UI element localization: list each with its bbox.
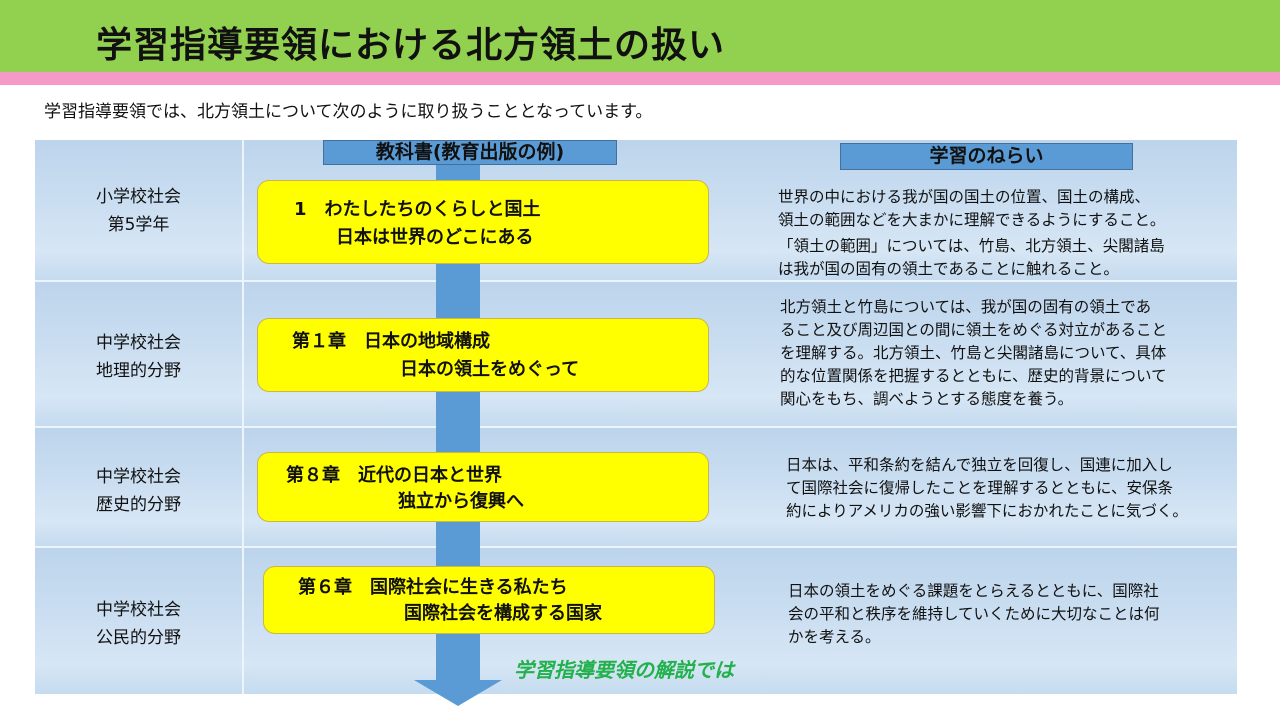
row-label: 中学校社会公民的分野 <box>96 600 181 648</box>
textbook-header: 教科書(教育出版の例) <box>323 140 617 165</box>
page-title: 学習指導要領における北方領土の扱い <box>96 25 726 66</box>
title-underline <box>0 72 1280 85</box>
aim-header: 学習のねらい <box>840 143 1133 170</box>
textbook-box: 第８章 近代の日本と世界独立から復興へ <box>257 452 709 522</box>
aim-text: 日本の領土をめぐる課題をとらえるとともに、国際社会の平和と秩序を維持していくため… <box>788 582 1160 646</box>
textbook-box: 第６章 国際社会に生きる私たち国際社会を構成する国家 <box>263 566 715 634</box>
title-bar <box>0 0 1280 72</box>
aim-text: 日本は、平和条約を結んで独立を回復し、国連に加入して国際社会に復帰したことを理解… <box>786 456 1188 520</box>
intro-text: 学習指導要領では、北方領土について次のように取り扱うこととなっています。 <box>44 102 653 122</box>
row-label: 小学校社会第5学年 <box>96 187 181 235</box>
row-label: 中学校社会地理的分野 <box>96 333 181 381</box>
column-divider <box>242 140 244 694</box>
row-label: 中学校社会歴史的分野 <box>96 467 181 515</box>
aim-text: 世界の中における我が国の国土の位置、国土の構成、領土の範囲などを大まかに理解でき… <box>778 188 1166 278</box>
commentary-note: 学習指導要領の解説では <box>514 658 734 682</box>
flow-arrow-head <box>414 680 502 706</box>
textbook-box: 第１章 日本の地域構成日本の領土をめぐって <box>257 318 709 392</box>
textbook-box: 1 わたしたちのくらしと国土日本は世界のどこにある <box>257 180 709 264</box>
aim-text: 北方領土と竹島については、我が国の固有の領土であること及び周辺国との間に領土をめ… <box>780 298 1168 408</box>
